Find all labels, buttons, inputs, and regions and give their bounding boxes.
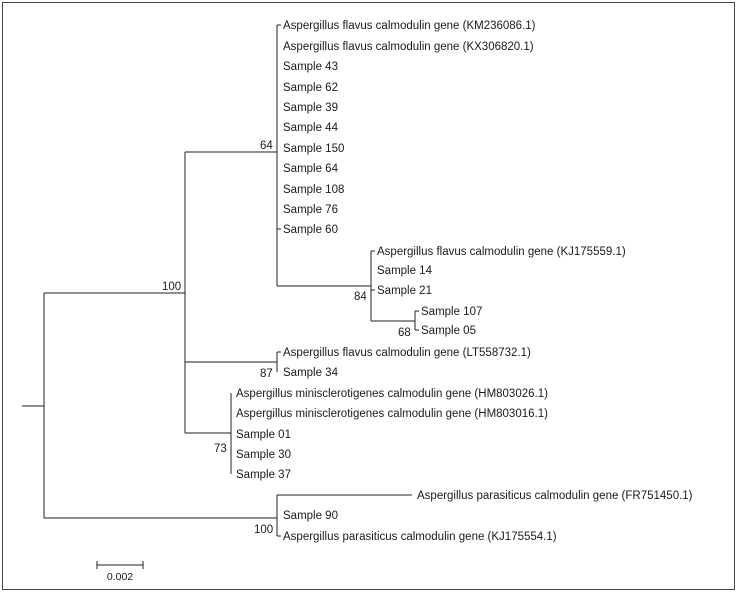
support-value-clade-87: 87: [260, 368, 273, 380]
support-values: 64 100 84 68 87 73 100: [162, 140, 411, 536]
leaf-label-8: Sample 64: [283, 163, 339, 175]
support-value-parasiticus-clade: 100: [254, 524, 273, 536]
support-value-flavus-clade: 64: [260, 140, 273, 152]
leaf-label-26: Aspergillus parasiticus calmodulin gene …: [283, 531, 557, 543]
scale-bar: 0.002: [96, 561, 144, 583]
scale-bar-label: 0.002: [107, 571, 133, 583]
leaf-label-10: Sample 76: [283, 204, 338, 216]
leaf-label-20: Aspergillus minisclerotigenes calmodulin…: [236, 408, 548, 420]
leaf-label-7: Sample 150: [283, 143, 344, 155]
leaf-label-11: Sample 60: [283, 224, 338, 236]
leaf-label-13: Sample 14: [377, 265, 433, 277]
support-value-subclade-84: 84: [354, 291, 367, 303]
tree-branches: [22, 24, 419, 537]
leaf-label-18: Sample 34: [283, 367, 339, 379]
leaf-label-24: Aspergillus parasiticus calmodulin gene …: [417, 490, 693, 502]
leaf-label-9: Sample 108: [283, 184, 344, 196]
leaf-label-2: Aspergillus flavus calmodulin gene (KX30…: [283, 41, 534, 53]
support-value-subclade-68: 68: [398, 327, 411, 339]
leaf-label-6: Sample 44: [283, 122, 339, 134]
leaf-label-14: Sample 21: [377, 285, 432, 297]
leaf-label-25: Sample 90: [283, 510, 338, 522]
leaf-label-12: Aspergillus flavus calmodulin gene (KJ17…: [377, 246, 626, 258]
support-value-clade-73: 73: [214, 443, 227, 455]
leaf-label-23: Sample 37: [236, 469, 291, 481]
leaf-label-5: Sample 39: [283, 102, 338, 114]
leaf-label-19: Aspergillus minisclerotigenes calmodulin…: [236, 388, 548, 400]
leaf-label-21: Sample 01: [236, 429, 291, 441]
leaf-label-1: Aspergillus flavus calmodulin gene (KM23…: [283, 20, 536, 32]
leaf-label-16: Sample 05: [421, 325, 476, 337]
leaf-label-3: Sample 43: [283, 61, 338, 73]
support-value-main-clade: 100: [162, 281, 181, 293]
leaf-labels: Aspergillus flavus calmodulin gene (KM23…: [236, 20, 693, 543]
leaf-label-17: Aspergillus flavus calmodulin gene (LT55…: [283, 347, 531, 359]
leaf-label-15: Sample 107: [421, 306, 482, 318]
leaf-label-22: Sample 30: [236, 449, 291, 461]
leaf-label-4: Sample 62: [283, 82, 338, 94]
